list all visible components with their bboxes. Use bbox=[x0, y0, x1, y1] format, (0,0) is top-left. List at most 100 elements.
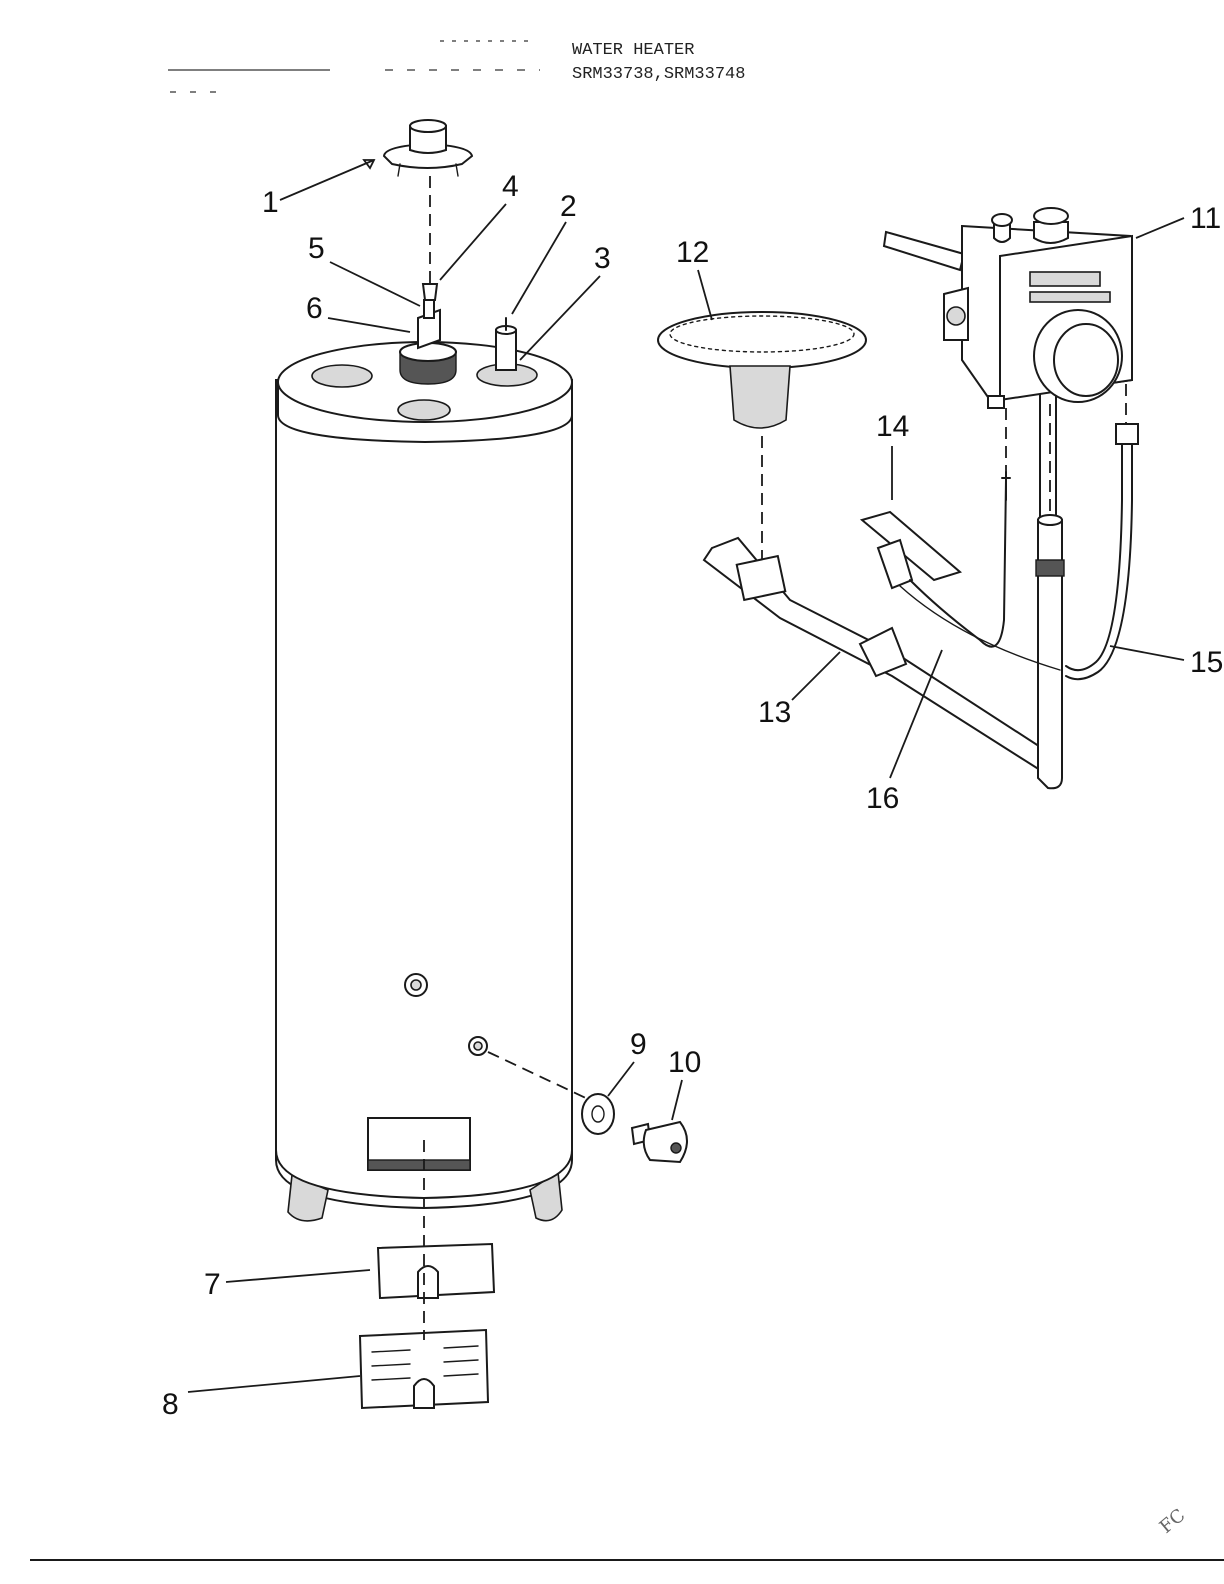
valve-outlet bbox=[987, 395, 1005, 409]
callout-5: 5 bbox=[308, 232, 325, 265]
part-15-thermocouple bbox=[1065, 423, 1139, 681]
part-11-gas-valve bbox=[882, 207, 1134, 409]
thermocouple-lead bbox=[909, 479, 1007, 648]
part-7-inner-door bbox=[376, 1242, 496, 1300]
part-2-3-outlet-assembly bbox=[495, 317, 517, 371]
gas-supply-tube-top bbox=[1037, 514, 1063, 526]
callout-15: 15 bbox=[1190, 646, 1223, 679]
pilot-burner bbox=[876, 538, 914, 590]
thermocouple-tube bbox=[1065, 439, 1123, 672]
side-fitting-upper-core bbox=[410, 979, 422, 991]
callout-16: 16 bbox=[866, 782, 899, 815]
callout-9: 9 bbox=[630, 1028, 647, 1061]
valve-pilot-button-stem bbox=[993, 221, 1011, 243]
callout-6: 6 bbox=[306, 292, 323, 325]
callout-2: 2 bbox=[560, 190, 577, 223]
burner-ports bbox=[669, 315, 855, 353]
outer-door-louver bbox=[371, 1377, 411, 1381]
pilot-bracket bbox=[859, 510, 963, 582]
outer-door-louver bbox=[443, 1345, 479, 1349]
callout-13: 13 bbox=[758, 696, 791, 729]
flue-cap-leg bbox=[397, 163, 401, 177]
part-9-washer bbox=[581, 1093, 615, 1135]
top-opening-front bbox=[397, 399, 451, 421]
leader-13 bbox=[791, 651, 841, 701]
part-1-flue-cap bbox=[382, 119, 474, 177]
part-14-pilot bbox=[859, 479, 1061, 671]
header: WATER HEATER SRM33738,SRM33748 bbox=[168, 40, 745, 93]
outer-door-panel bbox=[358, 1328, 490, 1410]
water-heater-tank bbox=[275, 341, 573, 1222]
manifold-orifice-bracket bbox=[735, 554, 787, 602]
part-4-5-6-inlet-assembly bbox=[417, 283, 441, 350]
callout-4: 4 bbox=[502, 170, 519, 203]
leader-8 bbox=[187, 1375, 361, 1393]
leader-11 bbox=[1135, 217, 1185, 239]
callouts: 1 2 3 4 5 6 7 8 9 10 11 12 13 14 15 16 bbox=[162, 159, 1223, 1421]
valve-gas-knob bbox=[1033, 207, 1069, 225]
valve-label-slot bbox=[1029, 271, 1101, 287]
leader-4 bbox=[439, 203, 507, 281]
part-3-outlet-nipple bbox=[495, 329, 517, 371]
drain-valve-outlet bbox=[670, 1142, 682, 1154]
valve-side-port-hole bbox=[946, 306, 966, 326]
outer-door-louver bbox=[443, 1359, 479, 1363]
top-opening-left bbox=[311, 364, 373, 388]
flue-cap-leg bbox=[455, 163, 459, 177]
leader-5 bbox=[329, 261, 421, 307]
leader-1 bbox=[279, 159, 375, 201]
outer-door-louver bbox=[371, 1349, 411, 1353]
thermocouple-probe bbox=[1001, 471, 1011, 501]
leader-7 bbox=[225, 1269, 371, 1283]
callout-12: 12 bbox=[676, 236, 709, 269]
drain-fitting-core bbox=[473, 1041, 483, 1051]
flue-cap-opening bbox=[409, 119, 447, 133]
leader-15 bbox=[1109, 645, 1185, 661]
gas-supply-tube bbox=[1037, 519, 1063, 790]
diagram-title: WATER HEATER bbox=[572, 41, 694, 60]
outer-door-notch bbox=[413, 1378, 435, 1409]
leader-12 bbox=[697, 269, 713, 321]
leader-6 bbox=[327, 317, 411, 333]
callout-3: 3 bbox=[594, 242, 611, 275]
leader-3 bbox=[519, 275, 601, 361]
drain-valve-body bbox=[642, 1120, 688, 1164]
burner-venturi bbox=[729, 365, 791, 429]
flue-collar-top bbox=[399, 342, 457, 362]
inner-door-notch bbox=[417, 1265, 439, 1299]
thermocouple-nut bbox=[1115, 423, 1139, 445]
outer-door-louver bbox=[443, 1373, 479, 1377]
leader-9 bbox=[607, 1061, 635, 1097]
washer-hole bbox=[591, 1105, 605, 1123]
part-13-manifold bbox=[702, 536, 1050, 772]
thermocouple-tube-inner bbox=[1065, 439, 1133, 681]
handwritten-mark: FC bbox=[1156, 1505, 1190, 1538]
flue-cap-neck bbox=[409, 125, 447, 154]
manifold-clip bbox=[858, 626, 908, 678]
part-10-drain-valve bbox=[630, 1120, 688, 1164]
pilot-tube bbox=[899, 585, 1061, 671]
washer-outer bbox=[581, 1093, 615, 1135]
leader-16 bbox=[889, 649, 943, 779]
flue-cap-flange bbox=[382, 142, 474, 169]
valve-pilot-button bbox=[991, 213, 1013, 227]
callout-1: 1 bbox=[262, 186, 279, 219]
valve-dial-inner bbox=[1053, 323, 1119, 397]
burner-plate bbox=[657, 311, 867, 369]
access-opening-sill bbox=[367, 1159, 471, 1171]
callout-7: 7 bbox=[204, 1268, 221, 1301]
callout-8: 8 bbox=[162, 1388, 179, 1421]
part-4-screw bbox=[421, 283, 439, 301]
tank-leg-right bbox=[529, 1170, 563, 1222]
part-8-outer-door bbox=[358, 1328, 490, 1410]
valve-inlet-pipe bbox=[882, 230, 966, 272]
part-16-pilot-tube bbox=[1035, 514, 1065, 790]
part-12-burner bbox=[657, 311, 867, 429]
callout-10: 10 bbox=[668, 1046, 701, 1079]
valve-label-slot-2 bbox=[1029, 291, 1111, 303]
tank-jacket bbox=[275, 379, 573, 1200]
callout-14: 14 bbox=[876, 410, 909, 443]
gas-supply-nut bbox=[1035, 559, 1065, 577]
leader-10 bbox=[671, 1079, 683, 1121]
